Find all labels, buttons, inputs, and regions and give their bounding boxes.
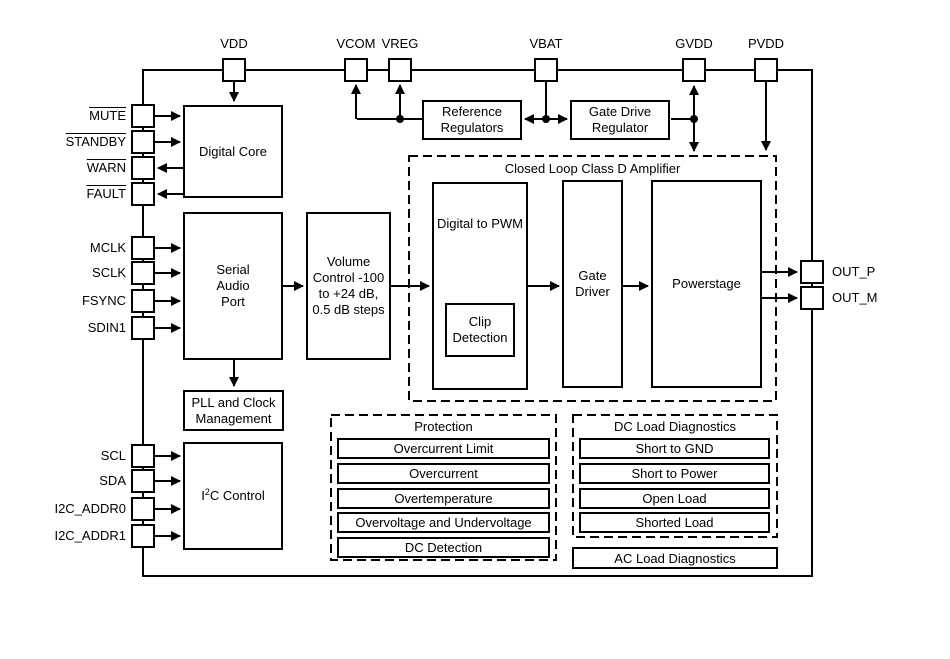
block-pll-clock-management-label: PLL and Clock Management [191,394,276,426]
label-i2c-addr0: I2C_ADDR0 [54,501,126,516]
pin-sclk [131,261,155,285]
dc-load-item: Short to GND [579,438,770,459]
block-serial-audio-port: Serial Audio Port [183,212,283,360]
closed-loop-title: Closed Loop Class D Amplifier [504,161,681,176]
block-digital-core-label: Digital Core [199,143,267,159]
pin-mute [131,104,155,128]
label-scl: SCL [100,448,126,463]
block-digital-to-pwm-label: Digital to PWM [437,216,523,231]
protection-item: Overvoltage and Undervoltage [337,512,550,533]
pin-scl [131,444,155,468]
i2c-superscript: 2 [204,487,210,498]
pin-warn [131,156,155,180]
block-volume-control-label: Volume Control -100 to +24 dB, 0.5 dB st… [312,254,385,317]
block-volume-control: Volume Control -100 to +24 dB, 0.5 dB st… [306,212,391,360]
label-warn: WARN [86,160,126,175]
block-i2c-control: I2C Control [183,442,283,550]
pin-i2c-addr0 [131,497,155,521]
block-reference-regulators: Reference Regulators [422,100,522,140]
dc-load-item: Shorted Load [579,512,770,533]
label-out-m: OUT_M [832,290,878,305]
pin-vdd [222,58,246,82]
pin-sda [131,469,155,493]
dc-load-item: Short to Power [579,463,770,484]
protection-item: Overcurrent Limit [337,438,550,459]
protection-item: Overcurrent [337,463,550,484]
block-digital-to-pwm: Digital to PWM [432,182,528,390]
label-standby: STANDBY [65,134,126,149]
block-i2c-control-label: I2C Control [201,487,265,504]
block-powerstage: Powerstage [651,180,762,388]
label-out-p: OUT_P [832,264,876,279]
label-vreg: VREG [381,36,419,51]
pin-fsync [131,289,155,313]
block-digital-core: Digital Core [183,105,283,198]
pin-fault [131,182,155,206]
pin-vcom [344,58,368,82]
pin-pvdd [754,58,778,82]
block-gate-driver-label: Gate Driver [575,268,610,299]
pin-gvdd [682,58,706,82]
label-mute: MUTE [89,108,126,123]
block-serial-audio-port-label: Serial Audio Port [216,262,250,309]
label-sclk: SCLK [92,265,126,280]
block-clip-detection-label: Clip Detection [452,314,508,345]
label-sdin1: SDIN1 [87,320,126,335]
label-i2c-addr1: I2C_ADDR1 [54,528,126,543]
pin-i2c-addr1 [131,524,155,548]
label-vbat: VBAT [529,36,563,51]
dc-load-diagnostics-title: DC Load Diagnostics [613,419,737,434]
pin-sdin1 [131,316,155,340]
label-vcom: VCOM [336,36,376,51]
block-gate-drive-regulator: Gate Drive Regulator [570,100,670,140]
protection-item: DC Detection [337,537,550,558]
label-fsync: FSYNC [81,293,126,308]
protection-item: Overtemperature [337,488,550,509]
protection-title: Protection [414,419,473,434]
dc-load-item: Open Load [579,488,770,509]
pin-out-p [800,260,824,284]
block-pll-clock-management: PLL and Clock Management [183,390,284,431]
block-powerstage-label: Powerstage [672,276,741,292]
pin-mclk [131,236,155,260]
label-fault: FAULT [86,186,127,201]
block-gate-drive-regulator-label: Gate Drive Regulator [588,104,652,135]
pin-vreg [388,58,412,82]
label-sda: SDA [99,473,126,488]
label-vdd: VDD [220,36,248,51]
block-reference-regulators-label: Reference Regulators [440,104,504,135]
pin-standby [131,130,155,154]
pin-out-m [800,286,824,310]
ac-load-diagnostics-box: AC Load Diagnostics [572,547,778,569]
block-clip-detection: Clip Detection [445,303,515,357]
label-mclk: MCLK [89,240,126,255]
pin-vbat [534,58,558,82]
label-pvdd: PVDD [747,36,785,51]
label-gvdd: GVDD [675,36,713,51]
block-gate-driver: Gate Driver [562,180,623,388]
